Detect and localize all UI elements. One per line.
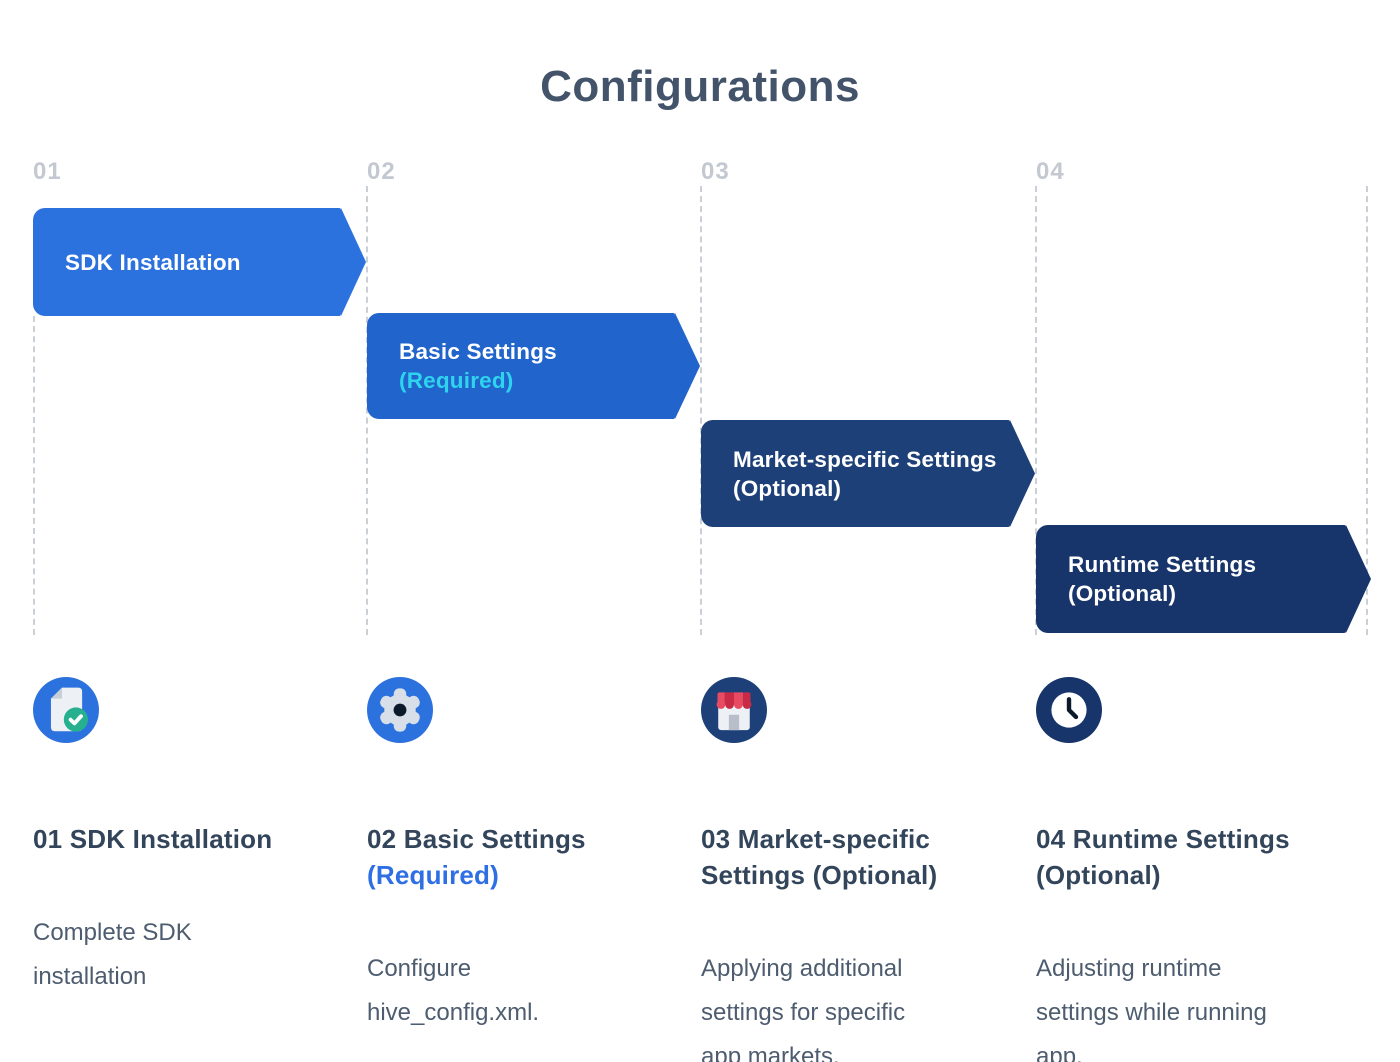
banner-title: Basic Settings	[399, 339, 557, 364]
card-heading-text: 01 SDK Installation	[33, 824, 273, 854]
document-check-icon	[33, 677, 99, 743]
card-heading: 02 Basic Settings (Required)	[367, 785, 669, 929]
banner-title: Market-specific Settings	[733, 446, 997, 472]
step-card-1: 01 SDK Installation Complete SDK install…	[33, 677, 335, 999]
step-banner-sdk-installation: SDK Installation	[33, 208, 341, 316]
card-description: Complete SDK installation	[33, 919, 192, 990]
banner-title: Runtime Settings	[1068, 552, 1257, 577]
step-number-02: 02	[367, 158, 396, 185]
card-description: Configure hive_config.xml.	[367, 955, 540, 1026]
step-banner-runtime-settings: Runtime Settings (Optional)	[1036, 525, 1346, 633]
storefront-icon	[701, 677, 767, 743]
banner-subtitle: (Required)	[399, 368, 514, 393]
card-heading-text: 03 Market-specific Settings (Optional)	[701, 824, 938, 890]
card-heading-accent: (Required)	[367, 860, 499, 890]
card-description: Applying additional settings for specifi…	[701, 955, 906, 1062]
card-heading-text: 02 Basic Settings	[367, 824, 586, 854]
step-card-4: 04 Runtime Settings (Optional) Adjusting…	[1036, 677, 1338, 1062]
guide-line-1	[33, 316, 35, 635]
card-heading: 01 SDK Installation	[33, 785, 335, 893]
card-heading: 03 Market-specific Settings (Optional)	[701, 785, 1003, 929]
card-description: Adjusting runtime settings while running…	[1036, 955, 1267, 1062]
gear-icon	[367, 677, 433, 743]
guide-line-3	[700, 186, 702, 635]
clock-icon	[1036, 677, 1102, 743]
guide-line-4	[1035, 186, 1037, 635]
step-number-01: 01	[33, 158, 62, 185]
banner-title: SDK Installation	[65, 249, 241, 275]
guide-line-5	[1366, 186, 1368, 635]
banner-subtitle: (Optional)	[1068, 581, 1177, 606]
card-heading: 04 Runtime Settings (Optional)	[1036, 785, 1338, 929]
card-heading-text: 04 Runtime Settings (Optional)	[1036, 824, 1290, 890]
step-banner-basic-settings: Basic Settings (Required)	[367, 313, 675, 419]
step-card-2: 02 Basic Settings (Required) Configure h…	[367, 677, 669, 1035]
banner-subtitle: (Optional)	[733, 475, 842, 501]
step-card-3: 03 Market-specific Settings (Optional) A…	[701, 677, 1003, 1062]
step-banner-market-specific-settings: Market-specific Settings (Optional)	[701, 420, 1010, 527]
page-title: Configurations	[540, 62, 860, 111]
step-number-04: 04	[1036, 158, 1065, 185]
step-number-03: 03	[701, 158, 730, 185]
